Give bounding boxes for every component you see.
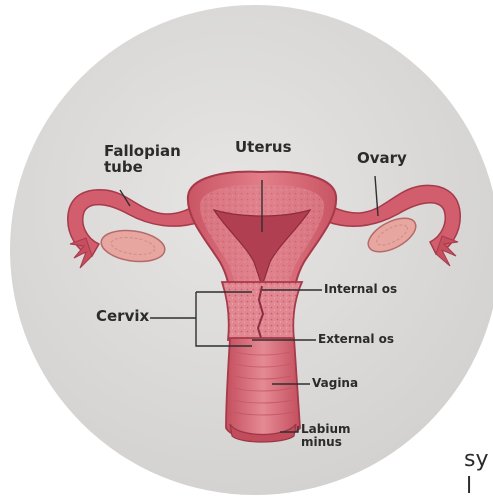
- cropped-text-fragment-2: l: [466, 474, 472, 497]
- label-fallopian-tube: Fallopian tube: [104, 144, 181, 176]
- label-cervix: Cervix: [96, 309, 149, 325]
- label-labium-minus: Labium minus: [301, 423, 351, 448]
- label-external-os: External os: [318, 333, 394, 346]
- cropped-text-fragment-1: sy: [464, 447, 488, 472]
- label-vagina: Vagina: [312, 377, 358, 390]
- label-uterus: Uterus: [235, 140, 292, 156]
- label-ovary: Ovary: [357, 151, 407, 167]
- label-internal-os: Internal os: [324, 283, 397, 296]
